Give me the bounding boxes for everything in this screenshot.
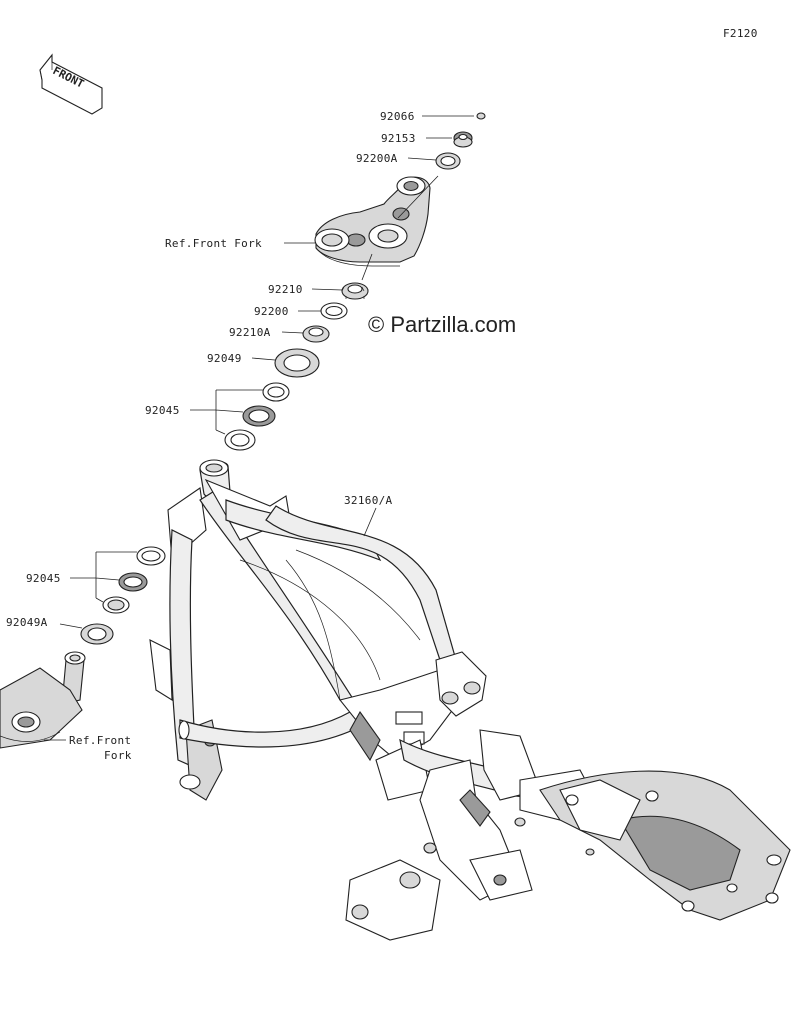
callout-92045-upper: 92045: [145, 404, 180, 417]
callout-92210a: 92210A: [229, 326, 271, 339]
part-92045-upper: [224, 382, 290, 451]
part-92210: [341, 282, 369, 300]
part-92049a: [80, 623, 114, 645]
part-92200a: [435, 152, 461, 170]
part-92049: [274, 348, 320, 378]
front-arrow-icon: FRONT: [39, 53, 103, 115]
part-92153: [453, 131, 473, 148]
figure-id: F2120: [723, 27, 758, 40]
callout-ref-front-fork-bottom-2: Fork: [104, 749, 132, 762]
callout-32160a: 32160/A: [344, 494, 393, 507]
callout-92066: 92066: [380, 110, 415, 123]
callout-92049a: 92049A: [6, 616, 48, 629]
frame-32160: [149, 459, 791, 941]
part-92066: [476, 112, 486, 120]
callout-92200: 92200: [254, 305, 289, 318]
part-92210a: [302, 325, 330, 343]
callout-92200a: 92200A: [356, 152, 398, 165]
callout-ref-front-fork-bottom-1: Ref.Front: [69, 734, 131, 747]
callout-92153: 92153: [381, 132, 416, 145]
callout-92049: 92049: [207, 352, 242, 365]
watermark: © Partzilla.com: [368, 312, 516, 337]
part-92200: [320, 302, 348, 320]
callout-92210: 92210: [268, 283, 303, 296]
upper-triple-clamp: [314, 176, 431, 267]
callout-ref-front-fork-top: Ref.Front Fork: [165, 237, 262, 250]
callout-92045-lower: 92045: [26, 572, 61, 585]
lower-triple-clamp-stem: [0, 651, 86, 749]
part-92045-lower: [102, 546, 166, 614]
